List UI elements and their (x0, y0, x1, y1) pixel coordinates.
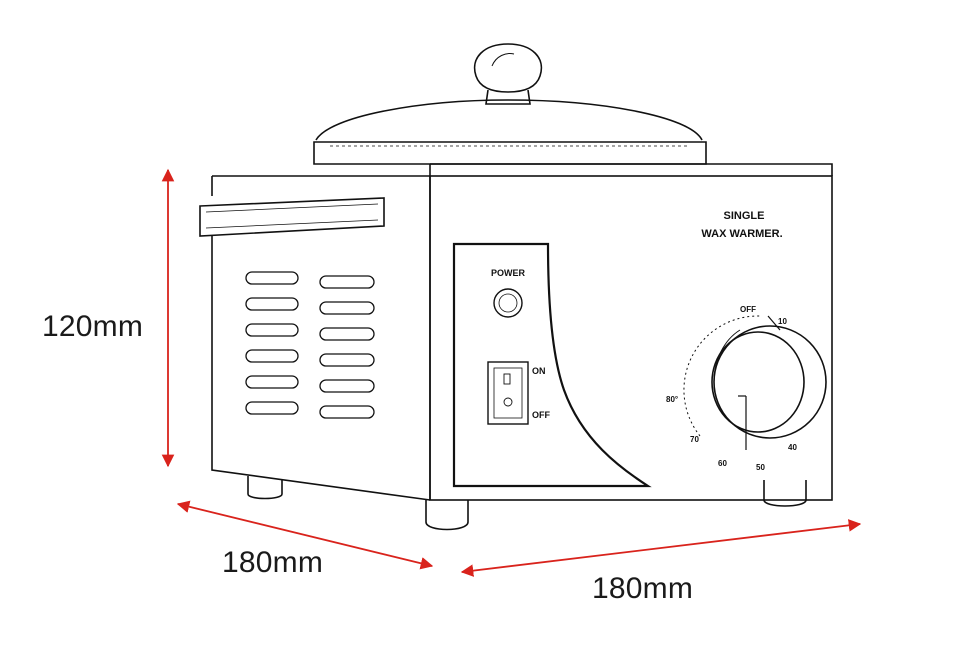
power-rocker-switch[interactable] (487, 361, 529, 425)
handle (199, 197, 385, 237)
dial-mark-80: 80° (666, 395, 678, 404)
lid (313, 99, 707, 165)
switch-on-label: ON (532, 366, 546, 376)
dial-mark-10: 10 (778, 317, 787, 326)
lid-knob (473, 43, 543, 105)
width-dimension-arrow (460, 519, 862, 577)
foot-front-left (425, 500, 469, 531)
feet (247, 476, 807, 531)
foot-back-left (247, 476, 283, 500)
product-label-line1: SINGLE (724, 210, 765, 222)
front-panel (429, 175, 833, 501)
dial-mark-40: 40 (788, 443, 797, 452)
depth-dimension-label: 180mm (222, 546, 324, 579)
height-dimension-label: 120mm (42, 310, 144, 343)
dial-mark-60: 60 (718, 459, 727, 468)
temperature-dial[interactable] (683, 315, 827, 450)
depth-dimension-arrow (176, 500, 434, 570)
dial-mark-70: 70 (690, 435, 699, 444)
body-top (211, 163, 833, 196)
dial-scale-marks: OFF 10 40 50 60 70 80° (666, 305, 797, 472)
power-label: POWER (491, 268, 526, 278)
vent-slots (245, 271, 375, 419)
switch-off-label: OFF (532, 410, 550, 420)
power-indicator-light (493, 288, 523, 318)
width-dimension-label: 180mm (592, 572, 694, 605)
dial-mark-off: OFF (740, 305, 756, 314)
product-label-line2: WAX WARMER. (701, 228, 782, 240)
dial-mark-50: 50 (756, 463, 765, 472)
foot-front-right (763, 480, 807, 507)
